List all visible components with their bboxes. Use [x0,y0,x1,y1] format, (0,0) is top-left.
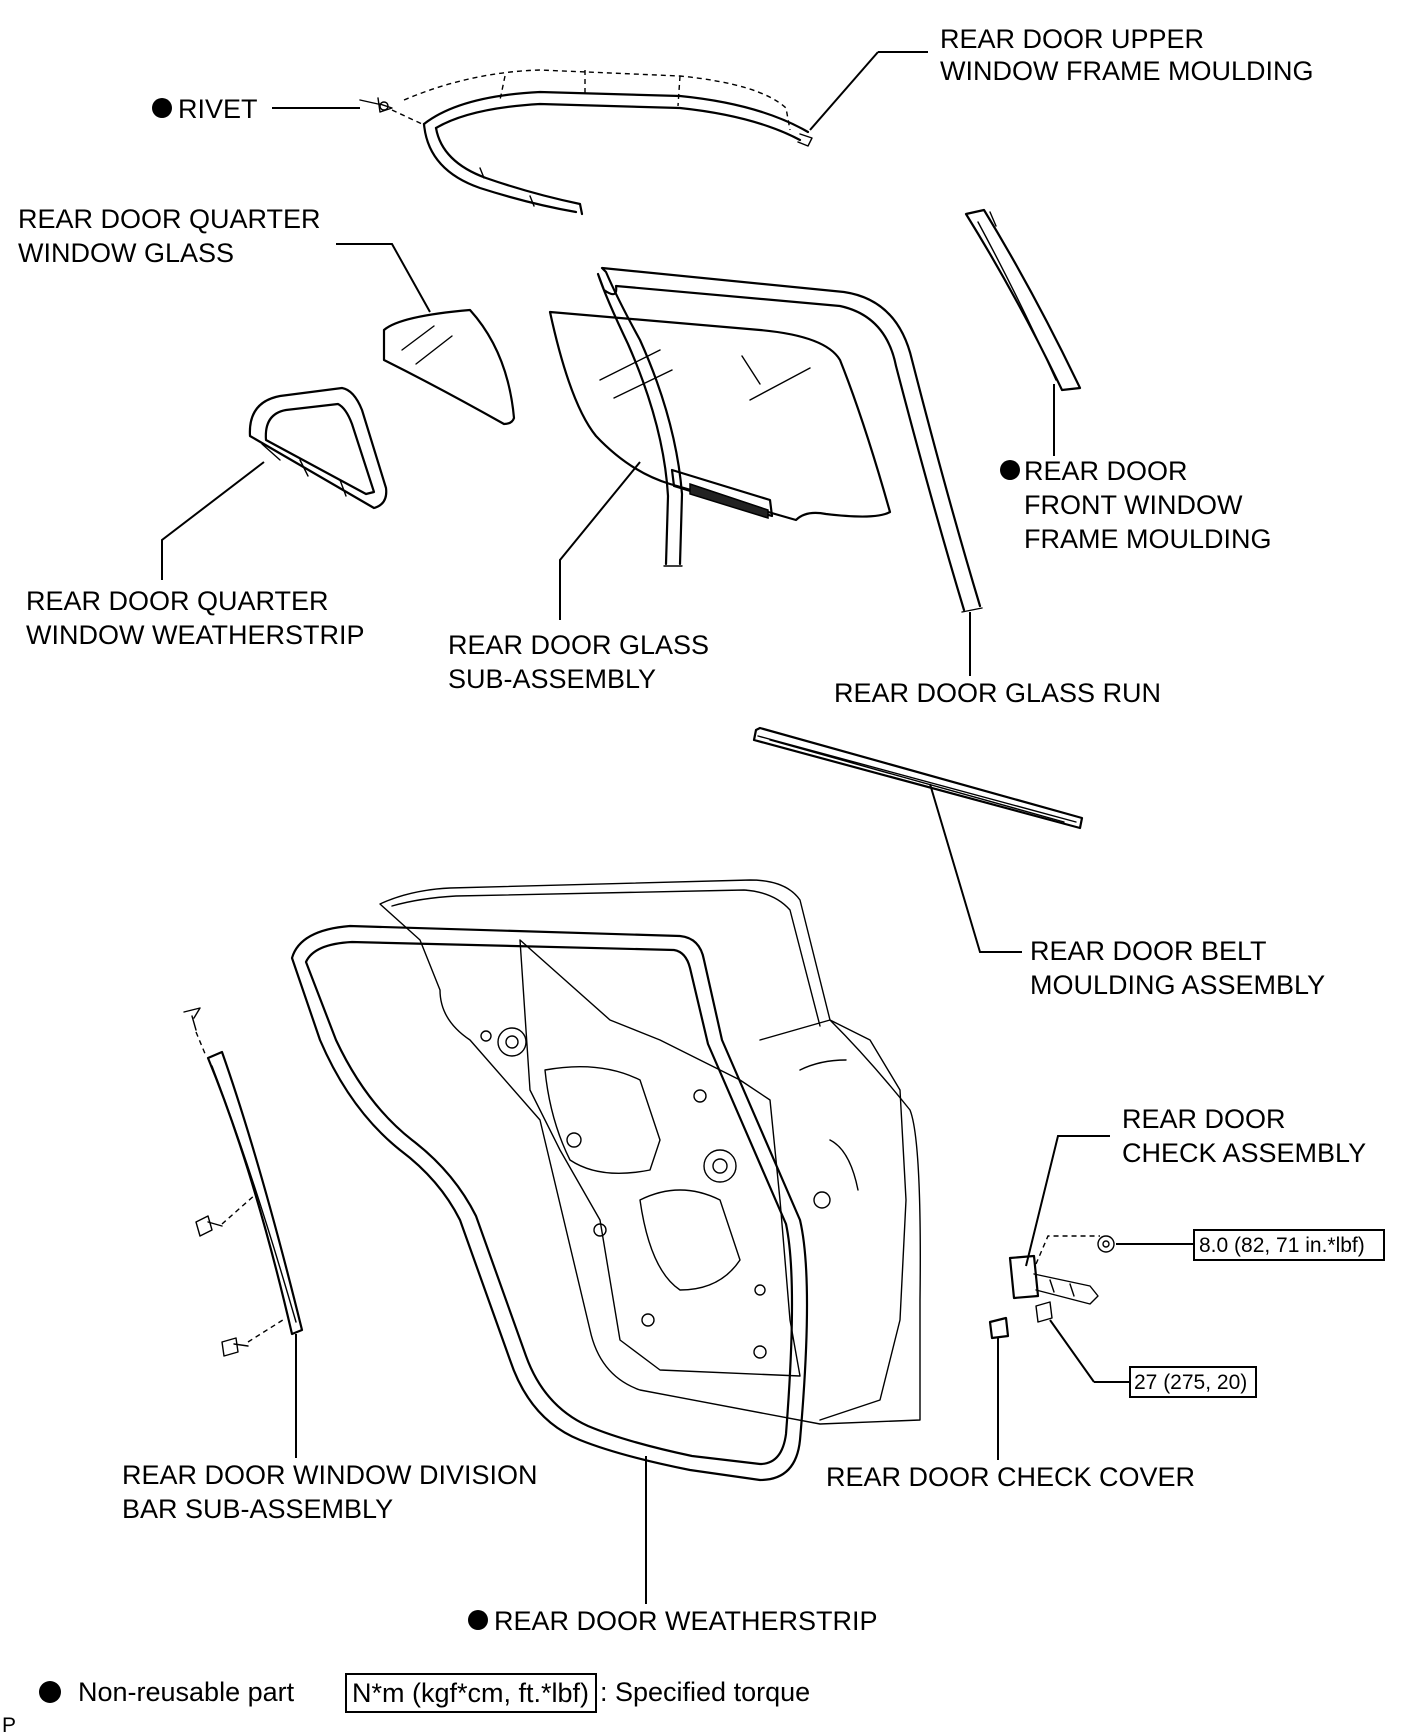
legend-torque-format: N*m (kgf*cm, ft.*lbf) [352,1678,589,1708]
legend-torque-box [345,1673,597,1713]
door-inner-panel [379,879,921,1425]
upper-moulding-label-2: WINDOW FRAME MOULDING [940,56,1313,86]
glass-run-label: REAR DOOR GLASS RUN [834,678,1161,708]
belt-moulding-assembly: REAR DOOR BELT MOULDING ASSEMBLY [752,726,1325,1000]
non-reusable-marker [468,1610,488,1630]
legend-non-reusable-label: Non-reusable part [78,1677,295,1707]
upper-window-frame-moulding: REAR DOOR UPPER WINDOW FRAME MOULDING [403,24,1313,216]
torque-value-large: 27 (275, 20) [1134,1371,1247,1394]
legend-non-reusable-icon [39,1681,61,1703]
front-moulding-label-3: FRAME MOULDING [1024,524,1272,554]
quarter-window-glass: REAR DOOR QUARTER WINDOW GLASS [18,204,516,426]
belt-moulding-label-2: MOULDING ASSEMBLY [1030,970,1325,1000]
division-bar-label-2: BAR SUB-ASSEMBLY [122,1494,393,1524]
quarter-weatherstrip-label-2: WINDOW WEATHERSTRIP [26,620,364,650]
glass-sub-label-1: REAR DOOR GLASS [448,630,709,660]
corner-mark: P [2,1714,16,1734]
torque-value-small: 8.0 (82, 71 in.*lbf) [1199,1234,1365,1257]
quarter-window-weatherstrip: REAR DOOR QUARTER WINDOW WEATHERSTRIP [26,386,388,650]
rivet-label: RIVET [178,94,258,124]
door-weatherstrip: REAR DOOR WEATHERSTRIP [290,924,878,1636]
non-reusable-marker [152,98,172,118]
front-moulding-label-2: FRONT WINDOW [1024,490,1243,520]
door-check-assembly: REAR DOOR CHECK ASSEMBLY [1008,1104,1366,1383]
door-glass-sub-assembly: REAR DOOR GLASS SUB-ASSEMBLY [448,310,892,694]
weatherstrip-label: REAR DOOR WEATHERSTRIP [494,1606,878,1636]
front-window-frame-moulding: REAR DOOR FRONT WINDOW FRAME MOULDING [964,208,1272,554]
division-bar-label-1: REAR DOOR WINDOW DIVISION [122,1460,538,1490]
legend-torque-desc: : Specified torque [600,1677,810,1707]
check-assembly-label-2: CHECK ASSEMBLY [1122,1138,1366,1168]
upper-moulding-label-1: REAR DOOR UPPER [940,24,1204,54]
rivet-part: RIVET [152,94,423,125]
legend: Non-reusable part N*m (kgf*cm, ft.*lbf) … [39,1673,810,1713]
front-moulding-label-1: REAR DOOR [1024,456,1188,486]
glass-sub-label-2: SUB-ASSEMBLY [448,664,656,694]
non-reusable-marker [1000,460,1020,480]
quarter-glass-label-2: WINDOW GLASS [18,238,234,268]
torque-spec-large: 27 (275, 20) [1129,1366,1257,1398]
check-cover-label: REAR DOOR CHECK COVER [826,1462,1195,1492]
torque-spec-small: 8.0 (82, 71 in.*lbf) [1193,1229,1385,1261]
belt-moulding-label-1: REAR DOOR BELT [1030,936,1267,966]
door-check-cover: REAR DOOR CHECK COVER [826,1316,1195,1492]
quarter-glass-label-1: REAR DOOR QUARTER [18,204,321,234]
door-glass-run: REAR DOOR GLASS RUN [596,266,1161,708]
check-assembly-label-1: REAR DOOR [1122,1104,1286,1134]
quarter-weatherstrip-label-1: REAR DOOR QUARTER [26,586,329,616]
window-division-bar: REAR DOOR WINDOW DIVISION BAR SUB-ASSEMB… [122,1007,538,1524]
